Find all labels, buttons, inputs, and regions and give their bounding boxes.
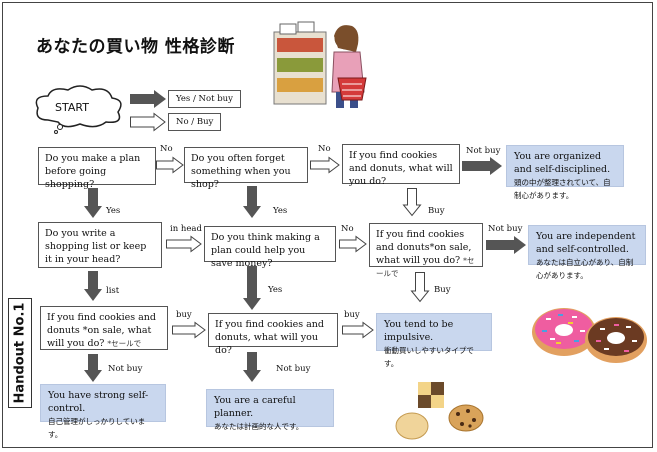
label-buy-2: Buy	[434, 285, 451, 295]
label-not-buy-1: Not buy	[466, 146, 501, 156]
arrow-q4-in-head	[166, 235, 202, 253]
start-label: START	[55, 101, 89, 114]
result-organized: You are organized and self-disciplined. …	[506, 145, 624, 200]
question-find-cookies-2: If you find cookies and donuts, what wil…	[208, 313, 338, 356]
arrow-q6-buy	[410, 272, 430, 303]
label-not-buy-2: Not buy	[488, 224, 523, 234]
legend-no-buy: No / Buy	[168, 113, 222, 131]
label-list: list	[106, 286, 120, 296]
question-plan-save-money: Do you think making a plan could help yo…	[204, 226, 336, 269]
arrow-q1-no	[156, 156, 184, 174]
result-impulsive: You tend to be impulsive. 衝動買いしやすいタイプです。	[376, 313, 492, 368]
legend-yes-not-buy: Yes / Not buy	[168, 90, 241, 108]
label-no-3: No	[341, 224, 354, 234]
question-cookies-on-sale-1: If you find cookies and donuts*on sale, …	[369, 223, 483, 278]
question-plan-before-shopping: Do you make a plan before going shopping…	[38, 147, 156, 190]
arrow-q8-not-buy	[243, 352, 261, 382]
label-yes-2: Yes	[273, 206, 288, 216]
arrow-q7-not-buy	[84, 354, 102, 382]
result-careful-planner-jp: あなたは計画的な人です。	[214, 422, 304, 431]
q7-note: *セールで	[107, 339, 142, 348]
question-forget-something: Do you often forget something when you s…	[184, 147, 308, 190]
label-no-2: No	[318, 144, 331, 154]
q6-text: If you find cookies and donuts*on sale, …	[376, 229, 472, 266]
question-cookies-on-sale-2: If you find cookies and donuts *on sale,…	[40, 306, 168, 350]
result-organized-en: You are organized and self-disciplined.	[514, 151, 611, 175]
result-independent-jp: あなたは自立心があり、自制心があります。	[536, 258, 634, 280]
legend-filled-arrow	[130, 90, 166, 108]
start-cloud	[35, 85, 122, 134]
arrow-q1-yes	[84, 188, 102, 218]
label-yes-1: Yes	[106, 206, 121, 216]
result-strong-self-control-en: You have strong self-control.	[48, 390, 149, 414]
page-title: あなたの買い物 性格診断	[36, 37, 235, 57]
arrow-q7-buy	[172, 321, 206, 339]
page-frame	[2, 2, 653, 448]
question-shopping-list: Do you write a shopping list or keep it …	[38, 222, 162, 268]
handout-label: Handout No.1	[8, 298, 32, 408]
label-no-1: No	[160, 144, 173, 154]
result-impulsive-jp: 衝動買いしやすいタイプです。	[384, 346, 474, 368]
arrow-q2-yes	[243, 186, 261, 218]
result-independent-en: You are independent and self-controlled.	[536, 231, 636, 255]
q6-note: *セールで	[376, 256, 475, 278]
label-not-buy-3: Not buy	[108, 364, 143, 374]
arrow-q6-not-buy	[486, 236, 526, 254]
result-organized-jp: 頭の中が整理されていて、自制心があります。	[514, 178, 611, 200]
arrow-q8-buy	[342, 321, 374, 339]
question-find-cookies-1: If you find cookies and donuts, what wil…	[342, 144, 460, 187]
donuts-illustration	[532, 308, 647, 363]
cookies-illustration	[395, 382, 484, 440]
result-impulsive-en: You tend to be impulsive.	[384, 319, 454, 343]
label-buy-1: Buy	[428, 206, 445, 216]
legend-outline-arrow	[130, 112, 166, 132]
arrow-q5-no	[339, 235, 367, 253]
result-strong-self-control-jp: 自己管理がしっかりしています。	[48, 417, 146, 439]
arrow-q3-not-buy	[462, 157, 502, 175]
arrow-q5-yes	[243, 266, 261, 310]
q7-text: If you find cookies and donuts *on sale,…	[47, 312, 157, 349]
shopper-illustration	[273, 21, 367, 108]
arrow-q3-buy	[402, 188, 422, 217]
result-careful-planner-en: You are a careful planner.	[214, 395, 296, 419]
label-in-head: in head	[170, 224, 202, 234]
arrow-q4-list	[84, 271, 102, 301]
label-buy-3: buy	[176, 310, 192, 320]
handout-text: Handout No.1	[12, 302, 28, 404]
result-independent: You are independent and self-controlled.…	[528, 225, 646, 280]
label-not-buy-4: Not buy	[276, 364, 311, 374]
result-strong-self-control: You have strong self-control. 自己管理がしっかりし…	[40, 384, 166, 439]
result-careful-planner: You are a careful planner. あなたは計画的な人です。	[206, 389, 334, 431]
label-buy-4: buy	[344, 310, 360, 320]
arrow-q2-no	[310, 156, 340, 174]
label-yes-3: Yes	[268, 285, 283, 295]
